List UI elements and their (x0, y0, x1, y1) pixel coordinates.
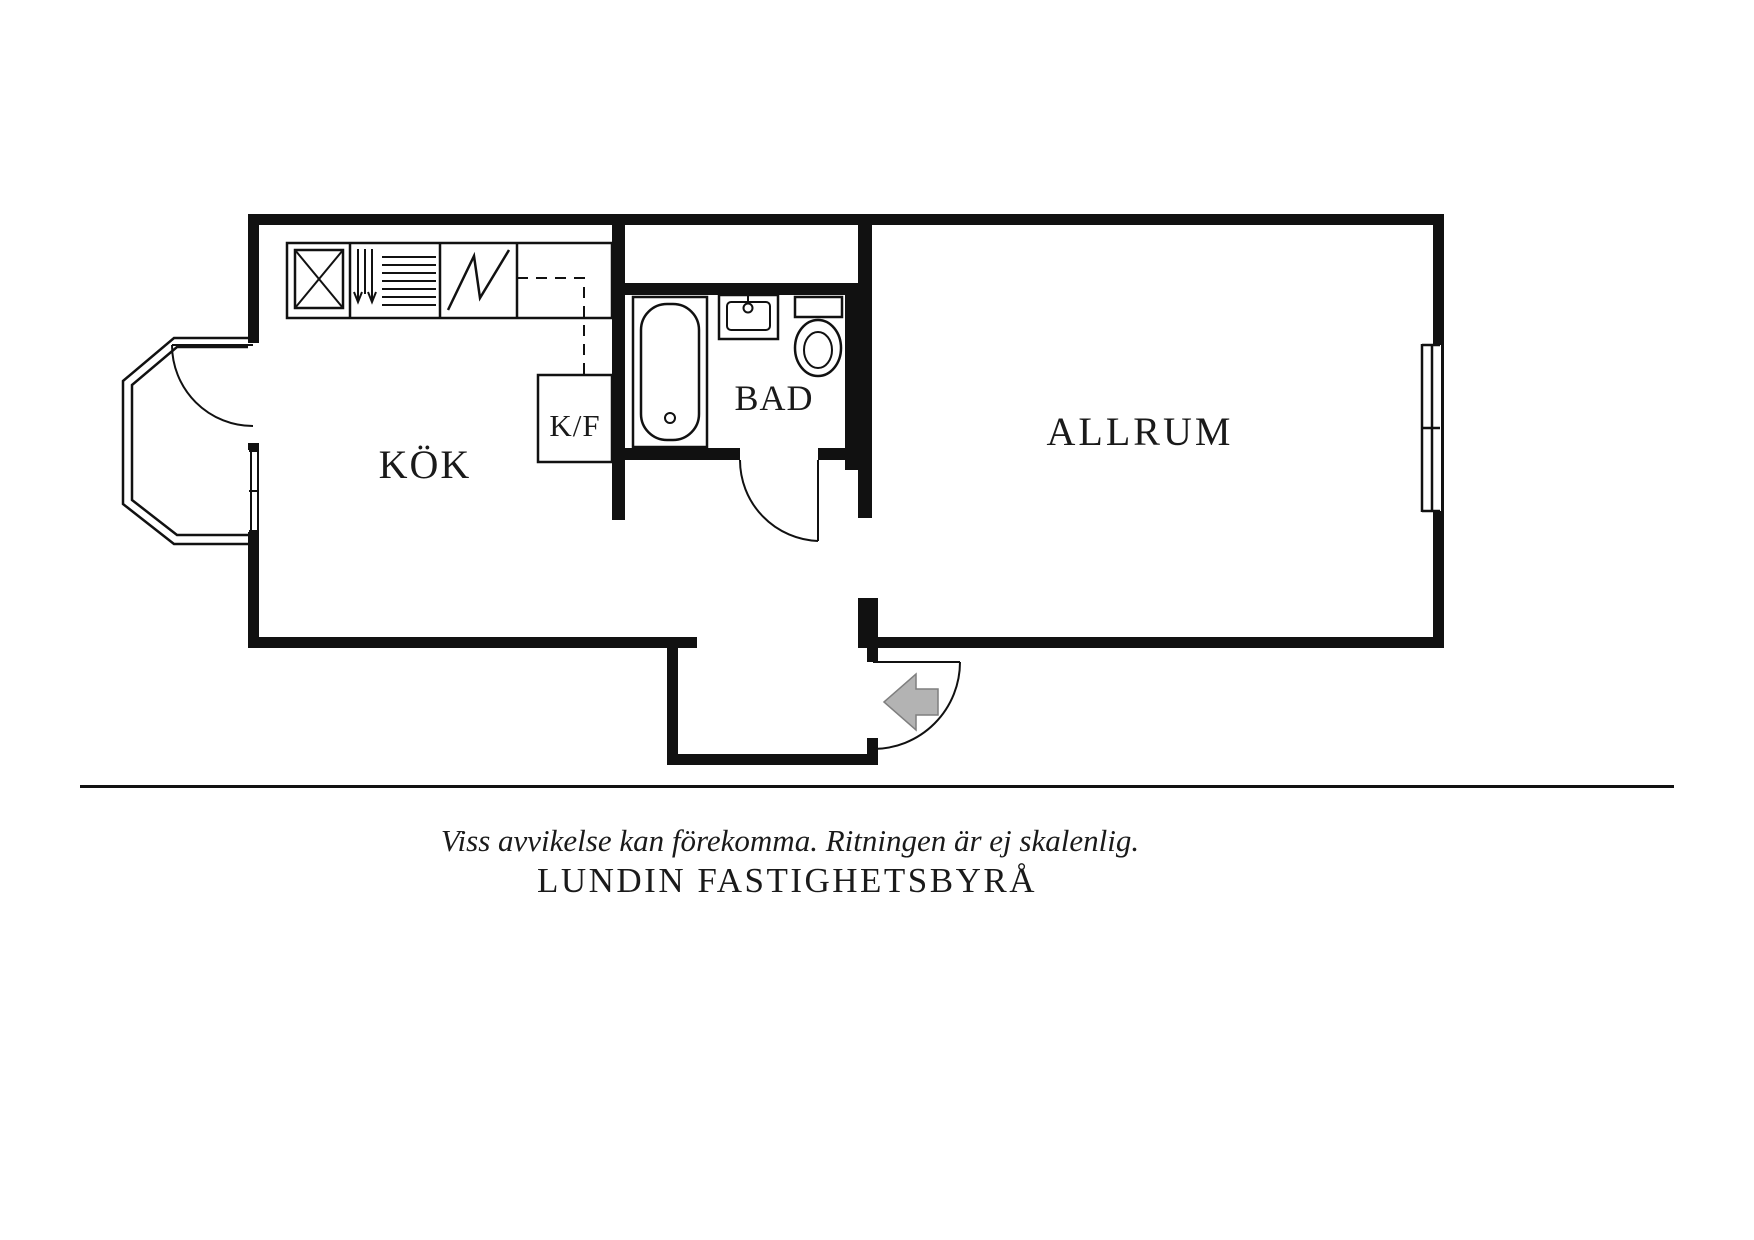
toilet-bowl-inner (803, 331, 833, 369)
washbasin-tap (742, 302, 754, 314)
room-labels: KÖK K/F BAD ALLRUM (379, 378, 1234, 487)
drying-arrow-2 (367, 291, 377, 305)
wall-bathroom-bottom-right (818, 448, 858, 460)
bathtub-inner (639, 302, 701, 442)
bay-window (121, 336, 254, 546)
footer-brand-text: LUNDIN FASTIGHETSBYRÅ (537, 861, 1037, 900)
wall-right-upper (1433, 214, 1444, 344)
footer: Viss avvikelse kan förekomma. Ritningen … (80, 785, 1674, 900)
wall-top (248, 214, 1444, 225)
entry-door (872, 661, 961, 750)
walls (248, 214, 1444, 765)
window-right-jamb-bottom (1433, 511, 1444, 518)
wall-corner-stub (858, 598, 878, 641)
window-right-jamb-top (1433, 338, 1444, 345)
wall-vestibule-right-upper (867, 637, 878, 662)
label-kitchen: KÖK (379, 442, 472, 487)
toilet-tank (793, 295, 844, 319)
footer-disclaimer-text: Viss avvikelse kan förekomma. Ritningen … (441, 823, 1139, 858)
footer-divider-line (80, 785, 1674, 788)
stove-zigzag (446, 249, 511, 311)
sink-unit (293, 248, 345, 310)
bathtub (631, 295, 709, 449)
wall-vestibule-left (667, 637, 678, 765)
wall-bathroom-right (845, 283, 858, 470)
balcony-door-swing-arc (171, 344, 254, 427)
bay-window-inner (130, 345, 248, 537)
bathroom-fixtures (631, 293, 844, 449)
balcony-door (171, 344, 254, 427)
bathtub-drain (664, 412, 676, 424)
sink-diagonal-2 (294, 249, 344, 309)
kitchen-counter (285, 241, 614, 377)
bay-window-outer (121, 336, 248, 546)
window-left (246, 450, 262, 532)
bathroom-door (739, 459, 819, 542)
wall-bottom-right (858, 637, 1444, 648)
wall-bottom-left (248, 637, 697, 648)
washbasin (717, 293, 780, 341)
overhead-cabinet-dashed (517, 277, 585, 377)
drying-cabinet (353, 249, 377, 305)
wall-vestibule-right-lower (867, 738, 878, 765)
label-fridge-freezer: K/F (549, 408, 600, 443)
label-living-room: ALLRUM (1047, 409, 1234, 454)
wall-kitchen-bathroom (612, 214, 625, 520)
wall-left-lower (248, 443, 259, 648)
sink-basin (293, 248, 345, 310)
label-bathroom: BAD (734, 378, 813, 418)
drying-arrow-1 (353, 291, 363, 305)
bathroom-door-swing-arc (739, 459, 819, 542)
wall-right-lower (1433, 512, 1444, 648)
fridge-freezer-box (536, 373, 614, 464)
wall-right-outer-face (1441, 338, 1444, 518)
toilet (793, 295, 844, 378)
wall-livingroom-left (858, 214, 872, 518)
wall-vestibule-bottom (667, 754, 878, 765)
entrance-arrow-icon (882, 672, 939, 732)
window-right (1420, 338, 1444, 518)
wall-bathroom-bottom-left (612, 448, 740, 460)
wall-left-upper (248, 214, 259, 343)
drainboard (382, 256, 436, 306)
wall-bathroom-top (612, 283, 858, 295)
entry-door-swing-arc (872, 661, 961, 750)
